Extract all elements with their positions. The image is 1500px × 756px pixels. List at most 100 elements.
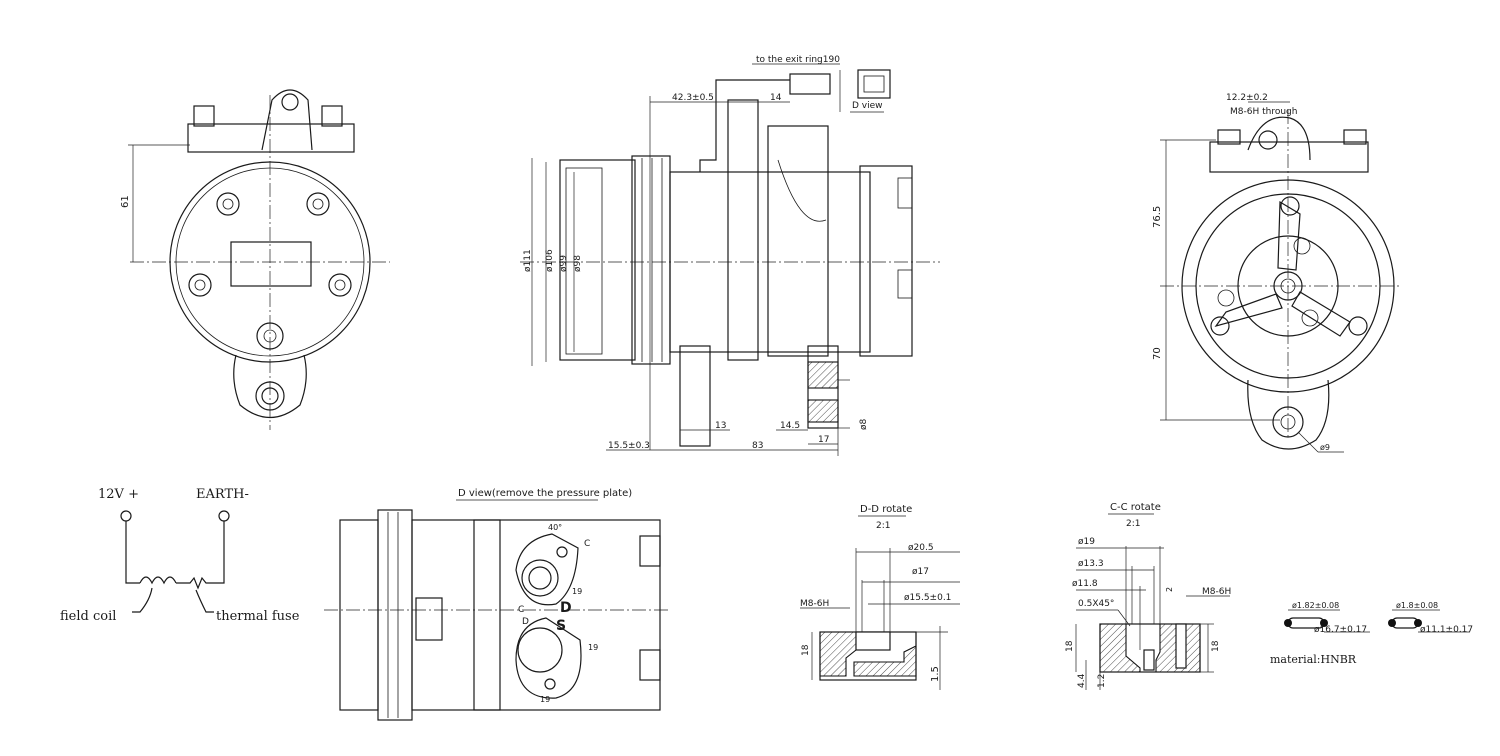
dd-dia-15-5: ø15.5±0.1: [904, 593, 951, 603]
earth-terminal-label: EARTH-: [196, 487, 249, 502]
dim-70: 70: [1152, 347, 1163, 360]
dia-9: ø9: [1320, 443, 1330, 452]
discharge-port-plate: [515, 617, 582, 699]
top-ear: [1247, 116, 1311, 161]
connector-socket: [857, 69, 891, 99]
suction-port-plate: [515, 533, 579, 606]
section-c-bottom: C: [518, 605, 524, 615]
d-view-title: D view(remove the pressure plate): [458, 488, 632, 499]
field-coil-icon: [139, 576, 177, 585]
dia-111: ø111: [523, 249, 533, 272]
dd-h-1-5: 1.5: [930, 666, 941, 682]
dia-99: ø99: [559, 255, 569, 272]
mount-ear-bottom: [233, 354, 307, 418]
d-mark-b: D: [522, 617, 529, 627]
compressor-body: [669, 171, 871, 353]
spoke-right: [1291, 291, 1351, 337]
thermal-fuse-label: thermal fuse: [216, 609, 300, 624]
plus-terminal-label: 12V +: [98, 487, 139, 502]
o-rings: ø1.82±0.08 ø16.7±0.17 ø1.8±0.08 ø11.1±0.…: [1270, 601, 1473, 666]
clutch-face-view: 12.2±0.2 M8-6H through 76.5 70 ø9: [1152, 93, 1400, 453]
dd-scale: 2:1: [876, 521, 890, 531]
earth-terminal-icon: [218, 510, 230, 522]
dim-83: 83: [752, 441, 763, 451]
thermal-fuse-leader: [195, 589, 214, 613]
cc-h-4-4: 4.4: [1077, 673, 1087, 688]
mount-ear: [1247, 379, 1330, 450]
dim-14-top: 14: [770, 93, 782, 103]
cc-dia-13-3: ø13.3: [1078, 559, 1104, 569]
cc-m8: M8-6H: [1202, 587, 1231, 597]
cc-title: C-C rotate: [1110, 502, 1161, 513]
front-foot: [679, 345, 711, 447]
thermal-fuse-icon: [176, 521, 225, 590]
material-label: material:HNBR: [1270, 653, 1357, 666]
d-view-label: D view: [852, 101, 883, 111]
dim-76-5: 76.5: [1152, 206, 1163, 228]
o1-cs: ø1.82±0.08: [1292, 601, 1339, 610]
o2-cs: ø1.8±0.08: [1396, 601, 1438, 610]
plus-wire: [125, 521, 140, 584]
dim-17: 17: [818, 435, 829, 445]
dim-13: 13: [715, 421, 726, 431]
front-housing: [169, 161, 371, 363]
cc-scale: 2:1: [1126, 519, 1140, 529]
rear-foot-section-a: [807, 361, 839, 389]
top-boss: [187, 123, 355, 153]
dim-19-a: 19: [572, 587, 582, 596]
field-coil-leader: [132, 587, 153, 613]
angle-40: 40°: [548, 523, 562, 532]
top-ear: [261, 89, 313, 151]
dd-dia-20-5: ø20.5: [908, 543, 934, 553]
cc-section: C-C rotate 2:1 ø19 ø13.3 ø11.8 0.5X45° M…: [1065, 502, 1231, 690]
o1-id: ø16.7±0.17: [1314, 625, 1367, 635]
pulley-grooves: [631, 155, 671, 365]
o2-id: ø11.1±0.17: [1420, 625, 1473, 635]
dia-106: ø106: [545, 249, 555, 272]
side-view: to the exit ring190 D view 42.3±0.5 14 ø…: [520, 55, 940, 456]
front-view: 61: [120, 89, 390, 430]
dim-42-3: 42.3±0.5: [672, 93, 714, 103]
cc-dia-19: ø19: [1078, 537, 1095, 547]
dim-15-5: 15.5±0.3: [608, 441, 650, 451]
cc-h-18-right: 18: [1211, 640, 1221, 652]
d-mark-a: D: [560, 600, 572, 616]
dd-hatch-left: [819, 631, 857, 677]
dim-12-2: 12.2±0.2: [1226, 93, 1268, 103]
s-mark: S: [556, 618, 566, 634]
cc-dia-11-8: ø11.8: [1072, 579, 1098, 589]
coil-wire: [699, 79, 790, 172]
clutch-housing: [1181, 179, 1395, 393]
dia-98: ø98: [573, 255, 583, 272]
dim-14-5: 14.5: [780, 421, 800, 431]
d-view: D view(remove the pressure plate) 40° C …: [324, 488, 668, 721]
rear-head: [859, 165, 913, 357]
cc-h-1-2: 1.2: [1097, 674, 1107, 688]
cc-chamfer: 0.5X45°: [1078, 599, 1114, 609]
label-plate: [230, 241, 312, 287]
field-coil-label: field coil: [60, 609, 116, 624]
dd-m8: M8-6H: [800, 599, 829, 609]
spoke-top: [1277, 200, 1301, 271]
cc-h-18-left: 18: [1065, 640, 1075, 652]
cc-dim-2: 2: [1165, 587, 1174, 592]
spoke-left: [1214, 293, 1283, 328]
exit-ring-label: to the exit ring190: [756, 55, 840, 65]
dd-title: D-D rotate: [860, 504, 912, 515]
cc-hatch-left: [1099, 623, 1141, 673]
wiring-diagram: 12V + EARTH- field coil thermal fuse: [60, 487, 300, 624]
dd-section: D-D rotate 2:1 ø20.5 ø17 ø15.5±0.1 M8-6H…: [800, 504, 960, 690]
d-pulley: [339, 519, 379, 711]
plus-terminal-icon: [120, 510, 132, 522]
dim-19-b: 19: [588, 643, 598, 652]
dim-61: 61: [120, 195, 131, 208]
rear-foot-section-b: [807, 399, 839, 423]
section-c-top: C: [584, 539, 590, 549]
dia-8: ø8: [859, 418, 869, 430]
d-body: [411, 519, 661, 711]
connector-plug: [789, 73, 831, 95]
m8-through-label: M8-6H through: [1230, 107, 1297, 117]
dd-h-18: 18: [801, 644, 811, 656]
